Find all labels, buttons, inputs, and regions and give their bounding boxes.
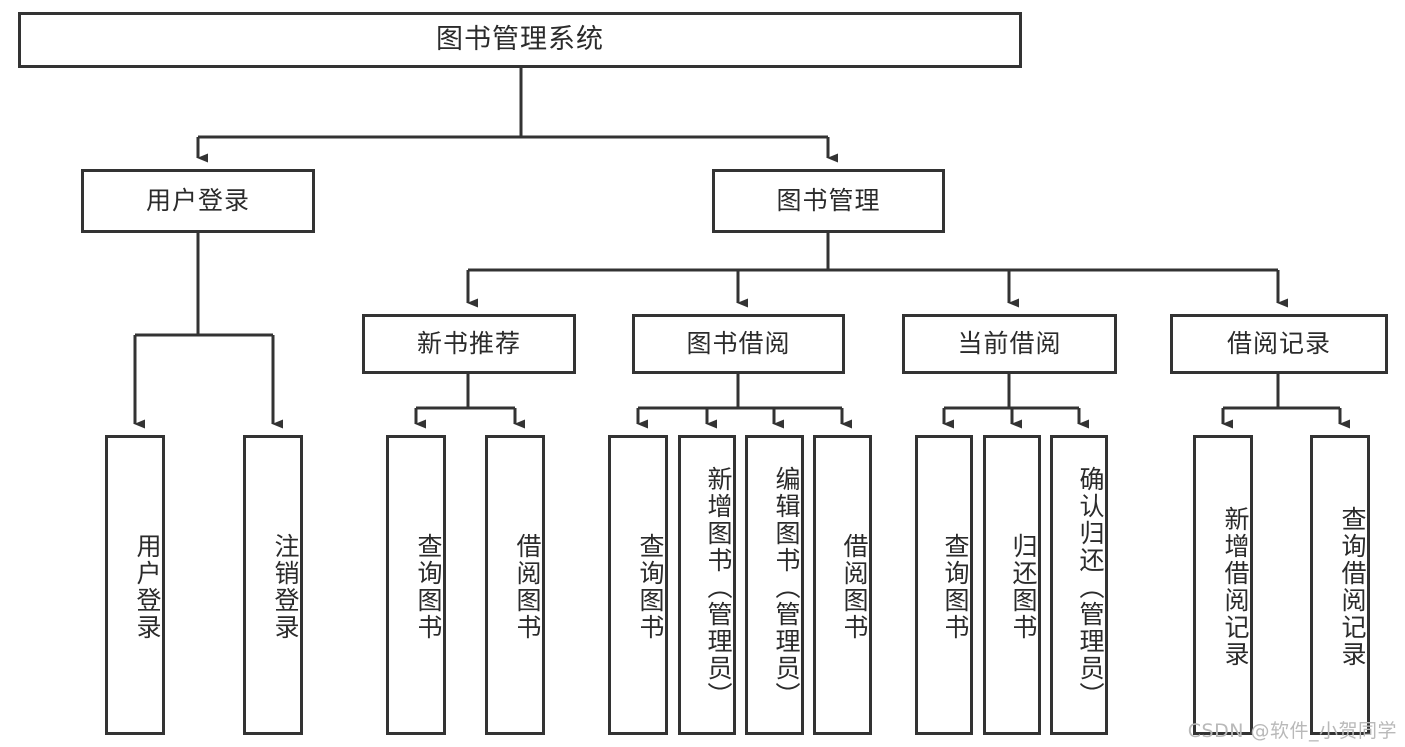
node-book-management[interactable]: 图书管理 [712,169,945,233]
node-leaf-add-record[interactable]: 新增借阅记录 [1193,435,1253,735]
node-leaf-edit-book[interactable]: 编辑图书（管理员） [745,435,804,735]
node-leaf-query-record[interactable]: 查询借阅记录 [1310,435,1370,735]
node-current-borrow[interactable]: 当前借阅 [902,314,1117,374]
node-leaf-confirm-return[interactable]: 确认归还（管理员） [1050,435,1108,735]
node-leaf-logout[interactable]: 注销登录 [243,435,303,735]
node-user-login[interactable]: 用户登录 [81,169,315,233]
node-new-book-recommend[interactable]: 新书推荐 [362,314,576,374]
node-borrow-record[interactable]: 借阅记录 [1170,314,1388,374]
node-leaf-query-book-3[interactable]: 查询图书 [915,435,973,735]
node-leaf-borrow-book-1[interactable]: 借阅图书 [485,435,545,735]
node-leaf-user-login[interactable]: 用户登录 [105,435,165,735]
node-leaf-return-book[interactable]: 归还图书 [983,435,1041,735]
node-root-book-management-system[interactable]: 图书管理系统 [18,12,1022,68]
node-leaf-borrow-book-2[interactable]: 借阅图书 [813,435,872,735]
csdn-watermark: CSDN @软件_小贺同学 [1187,720,1397,742]
node-leaf-add-book[interactable]: 新增图书（管理员） [678,435,736,735]
node-leaf-query-book-1[interactable]: 查询图书 [386,435,446,735]
node-leaf-query-book-2[interactable]: 查询图书 [608,435,668,735]
node-book-borrow[interactable]: 图书借阅 [632,314,845,374]
